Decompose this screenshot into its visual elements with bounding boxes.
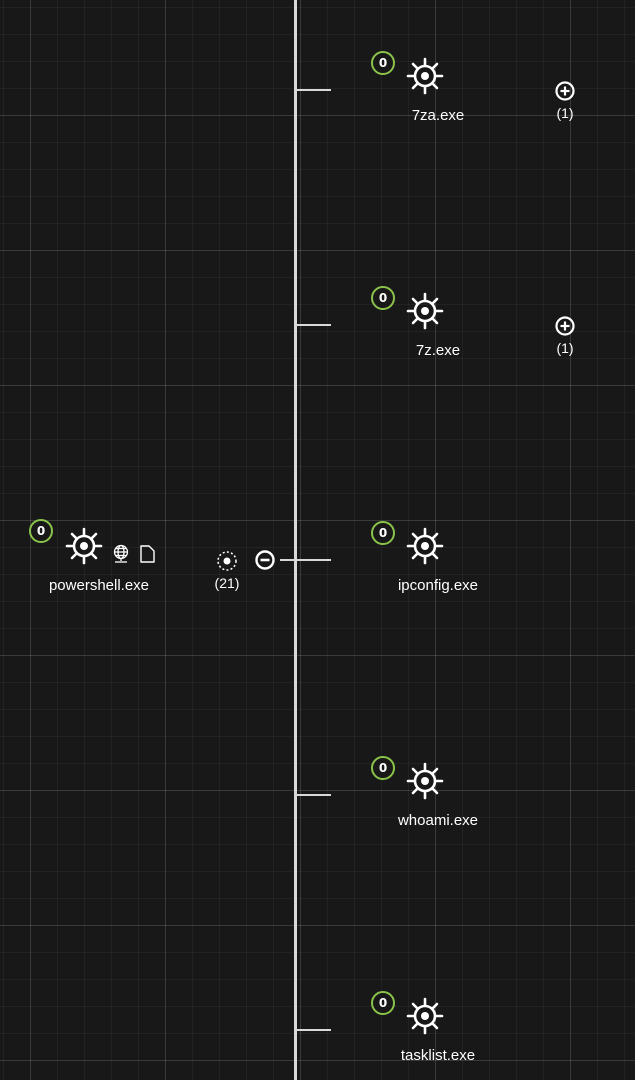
alert-count-badge: 0 (371, 991, 395, 1015)
expand-count-label: (1) (556, 105, 574, 121)
branch-line-tasklist (296, 1029, 331, 1031)
gear-process-icon (65, 527, 103, 565)
gear-process-icon (406, 57, 444, 95)
expand-count-label: (1) (556, 340, 574, 356)
process-node-whoami[interactable]: 0 whoami.exe (370, 754, 490, 834)
dotted-target-icon (217, 551, 237, 571)
collapsed-group-node[interactable]: (21) (197, 550, 257, 596)
process-name-label: ipconfig.exe (397, 577, 479, 594)
group-count-label: (21) (214, 575, 240, 591)
gear-process-icon (406, 997, 444, 1035)
file-icon (140, 545, 155, 563)
gear-process-icon (406, 762, 444, 800)
alert-count-badge: 0 (371, 521, 395, 545)
branch-line-ipconfig (296, 559, 331, 561)
branch-line-7za (296, 89, 331, 91)
branch-line-7z (296, 324, 331, 326)
alert-count-badge: 0 (371, 286, 395, 310)
collapse-minus-icon[interactable] (254, 549, 276, 571)
process-name-label: whoami.exe (397, 812, 479, 829)
globe-icon (113, 544, 129, 563)
expand-plus-icon (555, 316, 575, 336)
alert-count-badge: 0 (371, 756, 395, 780)
process-node-7za[interactable]: 0 7za.exe (370, 49, 490, 129)
process-name-label: tasklist.exe (400, 1047, 476, 1064)
gear-process-icon (406, 292, 444, 330)
process-node-7z[interactable]: 0 7z.exe (370, 284, 490, 364)
process-name-label: 7za.exe (411, 107, 465, 124)
process-name-label: powershell.exe (48, 577, 150, 594)
process-node-powershell[interactable]: 0 (29, 519, 169, 599)
alert-count-badge: 0 (29, 519, 53, 543)
gear-process-icon (406, 527, 444, 565)
group-link-line (280, 559, 296, 561)
branch-line-whoami (296, 794, 331, 796)
tree-trunk-line (294, 0, 297, 1080)
process-node-tasklist[interactable]: 0 tasklist.exe (370, 989, 490, 1069)
process-node-ipconfig[interactable]: 0 ipconfig.exe (370, 519, 490, 599)
expand-children-7za[interactable]: (1) (535, 80, 595, 126)
expand-children-7z[interactable]: (1) (535, 315, 595, 361)
process-name-label: 7z.exe (415, 342, 461, 359)
alert-count-badge: 0 (371, 51, 395, 75)
expand-plus-icon (555, 81, 575, 101)
